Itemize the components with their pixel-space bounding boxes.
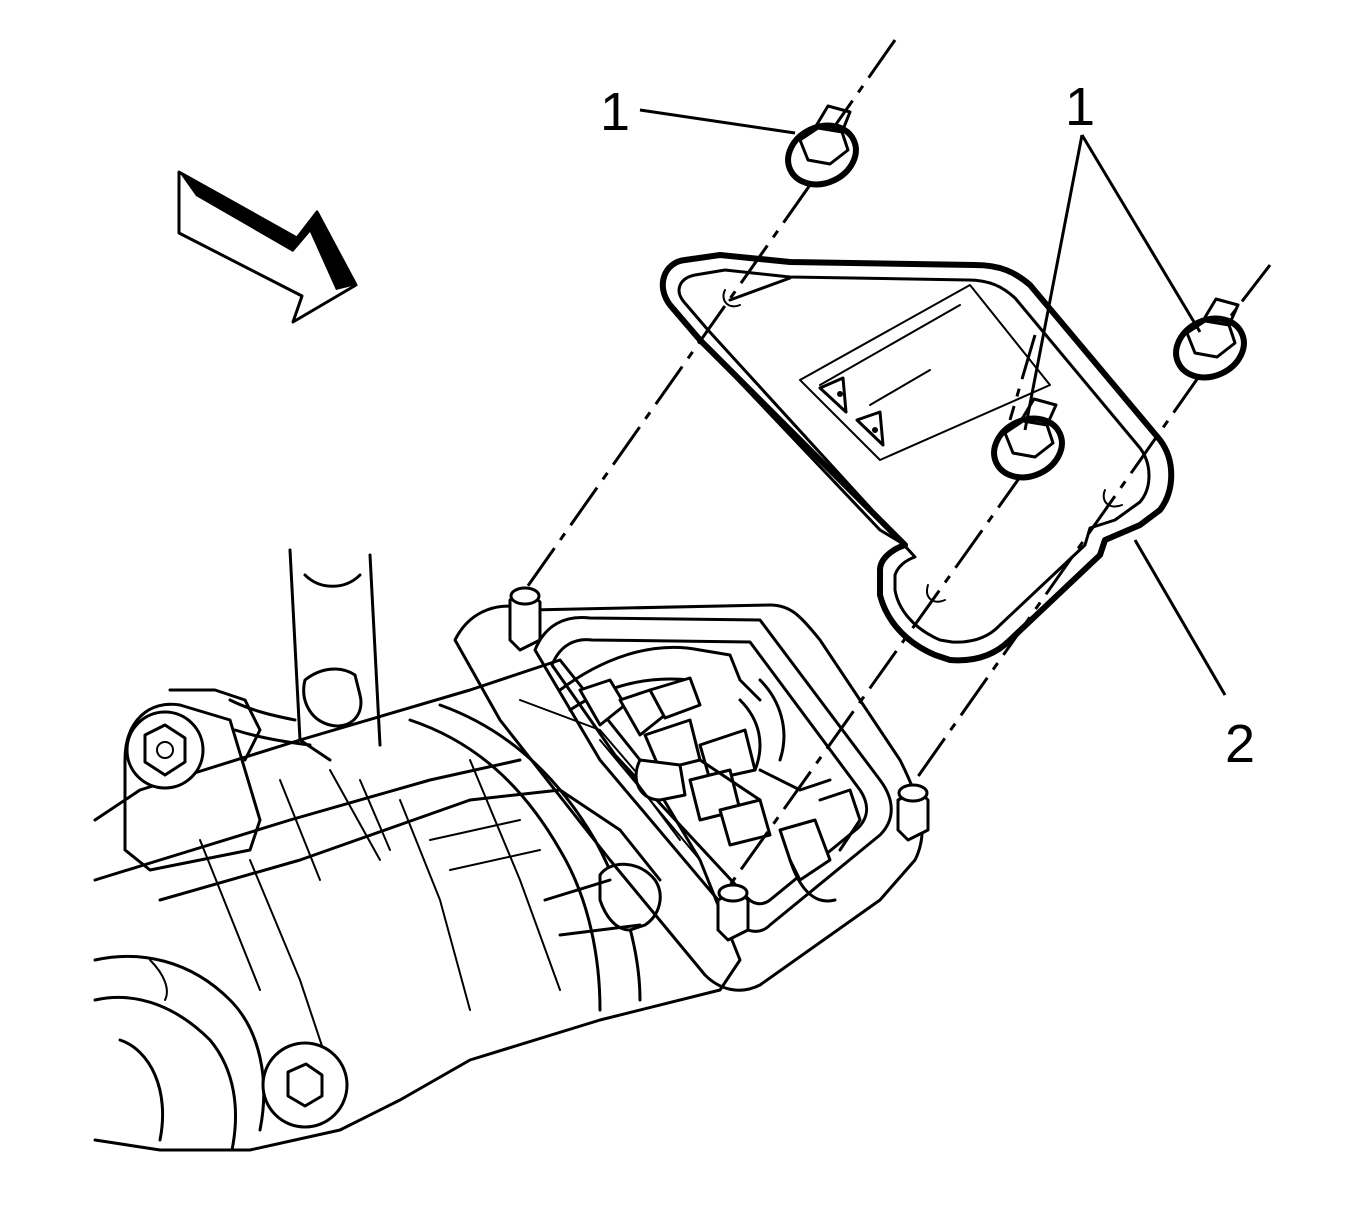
flange-nut xyxy=(991,397,1065,481)
control-module-cover xyxy=(659,252,1175,664)
transmission-housing xyxy=(93,548,742,1152)
callout-leaders xyxy=(639,108,1227,696)
mounting-stud xyxy=(508,586,542,652)
mounting-stud xyxy=(716,883,750,942)
view-direction-arrow xyxy=(177,170,358,324)
control-valve-body xyxy=(453,586,930,992)
callout-2: 2 xyxy=(1225,714,1255,774)
mounting-stud xyxy=(896,783,930,842)
callout-1-right: 1 xyxy=(1065,77,1095,137)
callout-1-left: 1 xyxy=(600,82,630,142)
flange-nut xyxy=(1173,297,1247,381)
flange-nut xyxy=(785,104,859,188)
alignment-lines xyxy=(523,39,1272,886)
